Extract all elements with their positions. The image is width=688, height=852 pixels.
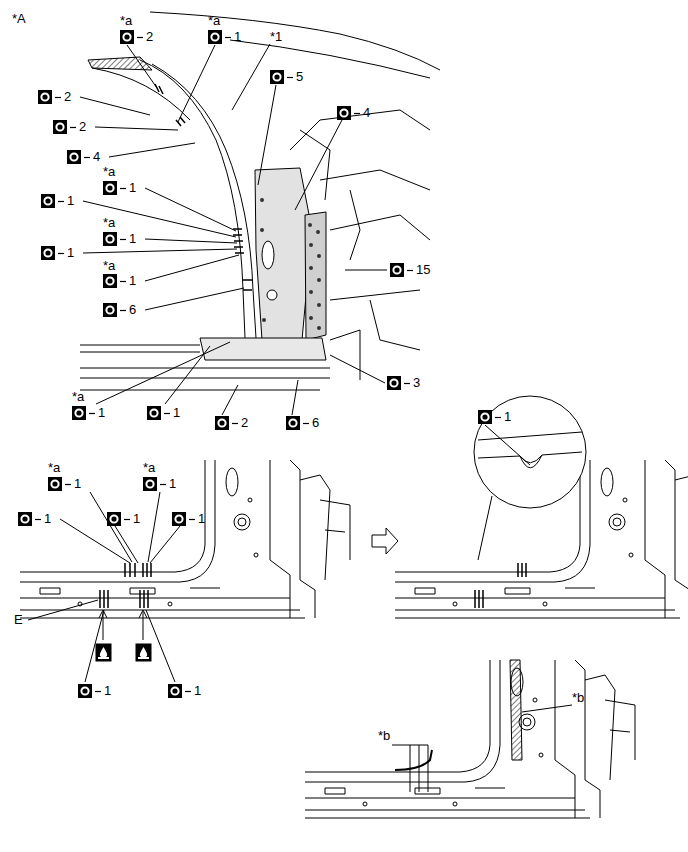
callout-number: 1 bbox=[67, 246, 74, 260]
reference-mark: *A bbox=[12, 12, 26, 26]
weld-symbol bbox=[143, 477, 169, 491]
reference-mark: E bbox=[14, 613, 23, 627]
weld-symbol bbox=[53, 120, 79, 134]
weld-symbol bbox=[147, 406, 173, 420]
weld-symbol bbox=[286, 416, 312, 430]
callout-number: 2 bbox=[79, 120, 86, 134]
reference-mark: *a bbox=[103, 259, 115, 273]
weld-symbol bbox=[18, 512, 44, 526]
weld-symbol bbox=[41, 246, 67, 260]
callout-number: 3 bbox=[413, 376, 420, 390]
weld-symbol bbox=[208, 30, 234, 44]
reference-mark: *a bbox=[120, 14, 132, 28]
weld-symbol bbox=[67, 150, 93, 164]
callout-number: 1 bbox=[234, 30, 241, 44]
callout-number: 15 bbox=[416, 263, 430, 277]
reference-mark: *a bbox=[208, 14, 220, 28]
callout-number: 1 bbox=[74, 477, 81, 491]
weld-symbol bbox=[337, 106, 363, 120]
callout-number: 1 bbox=[67, 194, 74, 208]
callout-number: 6 bbox=[129, 303, 136, 317]
weld-symbol bbox=[103, 181, 129, 195]
step-arrow bbox=[372, 528, 398, 554]
weld-symbol bbox=[78, 684, 104, 698]
callout-number: 1 bbox=[169, 477, 176, 491]
weld-symbol bbox=[390, 263, 416, 277]
reference-mark: *a bbox=[103, 165, 115, 179]
reference-mark: *a bbox=[143, 461, 155, 475]
weld-symbol bbox=[48, 477, 74, 491]
callout-number: 2 bbox=[241, 416, 248, 430]
callout-number: 1 bbox=[44, 512, 51, 526]
weld-symbol bbox=[41, 194, 67, 208]
weld-symbol bbox=[120, 30, 146, 44]
callout-number: 1 bbox=[129, 181, 136, 195]
callout-number: 1 bbox=[98, 406, 105, 420]
weld-symbol bbox=[478, 410, 504, 424]
weld-symbol bbox=[103, 274, 129, 288]
callout-number: 1 bbox=[173, 406, 180, 420]
callout-number: 1 bbox=[198, 512, 205, 526]
reference-mark: *a bbox=[48, 461, 60, 475]
weld-symbol bbox=[172, 512, 198, 526]
reference-mark: *a bbox=[103, 216, 115, 230]
callout-number: 5 bbox=[296, 70, 303, 84]
callout-number: 1 bbox=[133, 512, 140, 526]
callout-number: 1 bbox=[104, 684, 111, 698]
drip-symbol bbox=[96, 644, 151, 661]
callout-number: 2 bbox=[146, 30, 153, 44]
weld-symbol bbox=[107, 512, 133, 526]
weld-symbol bbox=[72, 406, 98, 420]
reference-mark: *1 bbox=[270, 30, 282, 44]
weld-symbol bbox=[387, 376, 413, 390]
callout-number: 1 bbox=[129, 274, 136, 288]
callout-number: 4 bbox=[363, 106, 370, 120]
reference-mark: *b bbox=[378, 729, 390, 743]
callout-number: 1 bbox=[194, 684, 201, 698]
weld-symbol bbox=[103, 303, 129, 317]
reference-mark: *b bbox=[572, 691, 584, 705]
callout-number: 2 bbox=[64, 90, 71, 104]
weld-symbol bbox=[103, 232, 129, 246]
callout-number: 4 bbox=[93, 150, 100, 164]
callout-number: 1 bbox=[129, 232, 136, 246]
callout-number: 1 bbox=[504, 410, 511, 424]
weld-symbol bbox=[168, 684, 194, 698]
weld-symbol bbox=[215, 416, 241, 430]
callout-number: 6 bbox=[312, 416, 319, 430]
weld-symbol bbox=[38, 90, 64, 104]
reference-mark: *a bbox=[72, 390, 84, 404]
weld-symbol bbox=[270, 70, 296, 84]
